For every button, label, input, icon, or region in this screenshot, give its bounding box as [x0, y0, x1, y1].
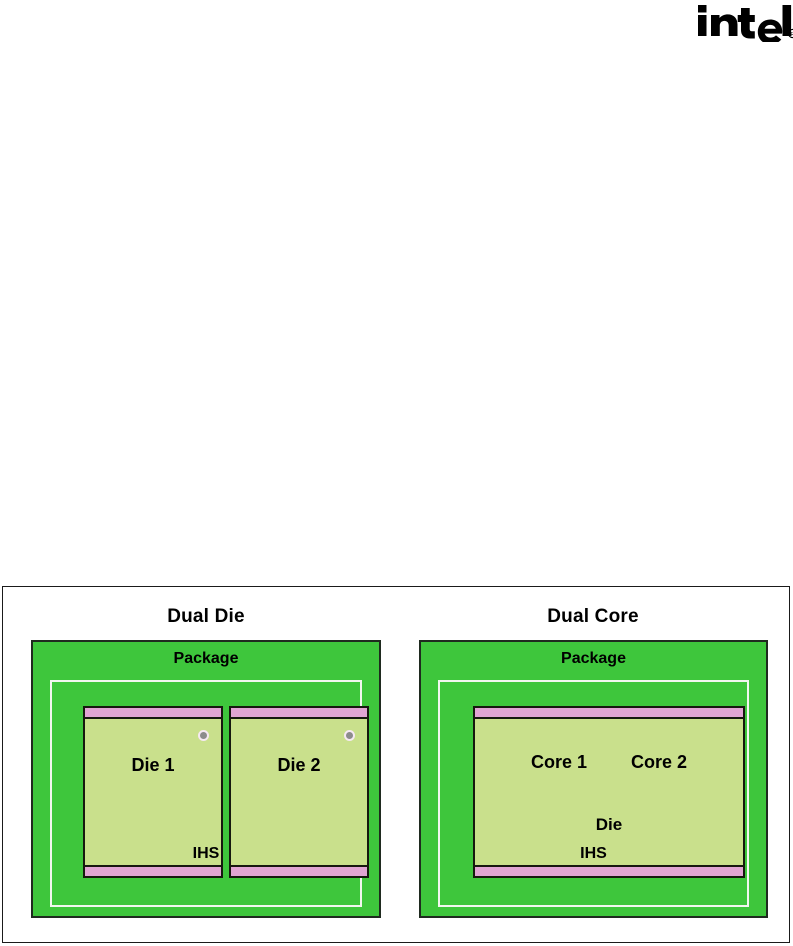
core-row: Core 1 Core 2 — [475, 752, 743, 773]
die-bottom-bar — [475, 865, 743, 876]
die-label: Die — [595, 815, 623, 834]
core-label-1: Core 1 — [530, 752, 587, 772]
die-row: Die 1 Die 2 — [52, 706, 369, 878]
panel-title-dual-core: Dual Core — [547, 606, 639, 627]
core-label-2: Core 2 — [631, 752, 688, 772]
ihs-label: IHS — [580, 845, 607, 862]
die-label-1: Die 1 — [131, 755, 175, 775]
die-notch-marker-icon — [344, 730, 355, 741]
svg-text:R: R — [791, 32, 793, 38]
package-dual-die: Package Die 1 Die 2 — [31, 640, 381, 918]
ihs-area-dual-die: Die 1 Die 2 IHS — [50, 680, 369, 907]
intel-wordmark-icon: R — [698, 5, 793, 42]
ihs-label: IHS — [192, 845, 220, 862]
die-bottom-bar — [231, 865, 367, 876]
intel-logo: R — [697, 2, 793, 42]
ihs-area-dual-core: Core 1 Core 2 Die IHS — [438, 680, 749, 907]
die-block-1: Die 1 — [83, 706, 223, 878]
package-label: Package — [561, 650, 626, 667]
die-row: Core 1 Core 2 Die — [440, 706, 747, 878]
panel-title-dual-die: Dual Die — [167, 606, 245, 627]
package-label: Package — [173, 650, 239, 667]
die-bottom-bar — [85, 865, 221, 876]
die-top-bar — [475, 708, 743, 719]
die-notch-marker-icon — [198, 730, 209, 741]
comparison-diagram: Dual Die Package Die 1 Die 2 — [2, 586, 790, 943]
package-dual-core: Package Core 1 Core 2 Die IHS — [419, 640, 768, 918]
die-block-2: Die 2 — [229, 706, 369, 878]
die-block-single: Core 1 Core 2 Die — [473, 706, 745, 878]
die-top-bar — [231, 708, 367, 719]
die-top-bar — [85, 708, 221, 719]
die-label-2: Die 2 — [277, 755, 321, 775]
